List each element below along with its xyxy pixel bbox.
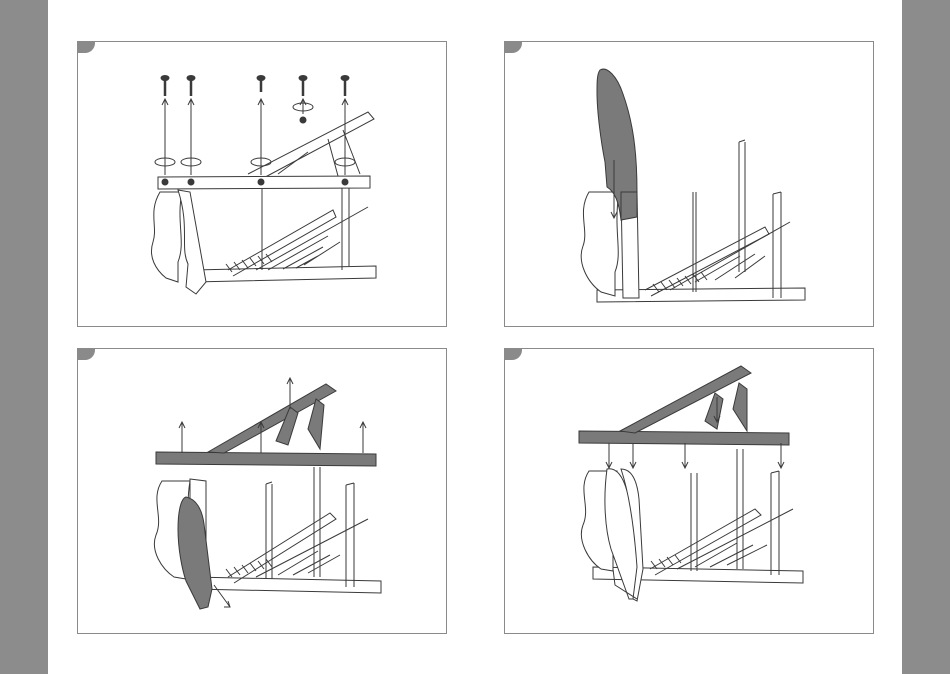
step-2-illustration: [505, 42, 874, 327]
top-frame-highlighted: [579, 366, 789, 445]
screw-4: [299, 76, 307, 97]
screw-3: [257, 76, 265, 93]
step-2-panel: [504, 41, 874, 327]
side-panel-highlighted: [178, 497, 212, 609]
left-sidebar-band: [0, 0, 48, 674]
step-4-panel: [504, 348, 874, 634]
step-3-panel: [77, 348, 447, 634]
step-1-panel: [77, 41, 447, 327]
right-sidebar-band: [902, 0, 950, 674]
step-4-illustration: [505, 349, 874, 634]
step-3-illustration: [78, 349, 447, 634]
top-frame-highlighted: [156, 384, 376, 466]
screw-2: [187, 76, 195, 97]
screw-1: [161, 76, 169, 97]
screw-5: [341, 76, 349, 97]
step-1-illustration: [78, 42, 447, 327]
